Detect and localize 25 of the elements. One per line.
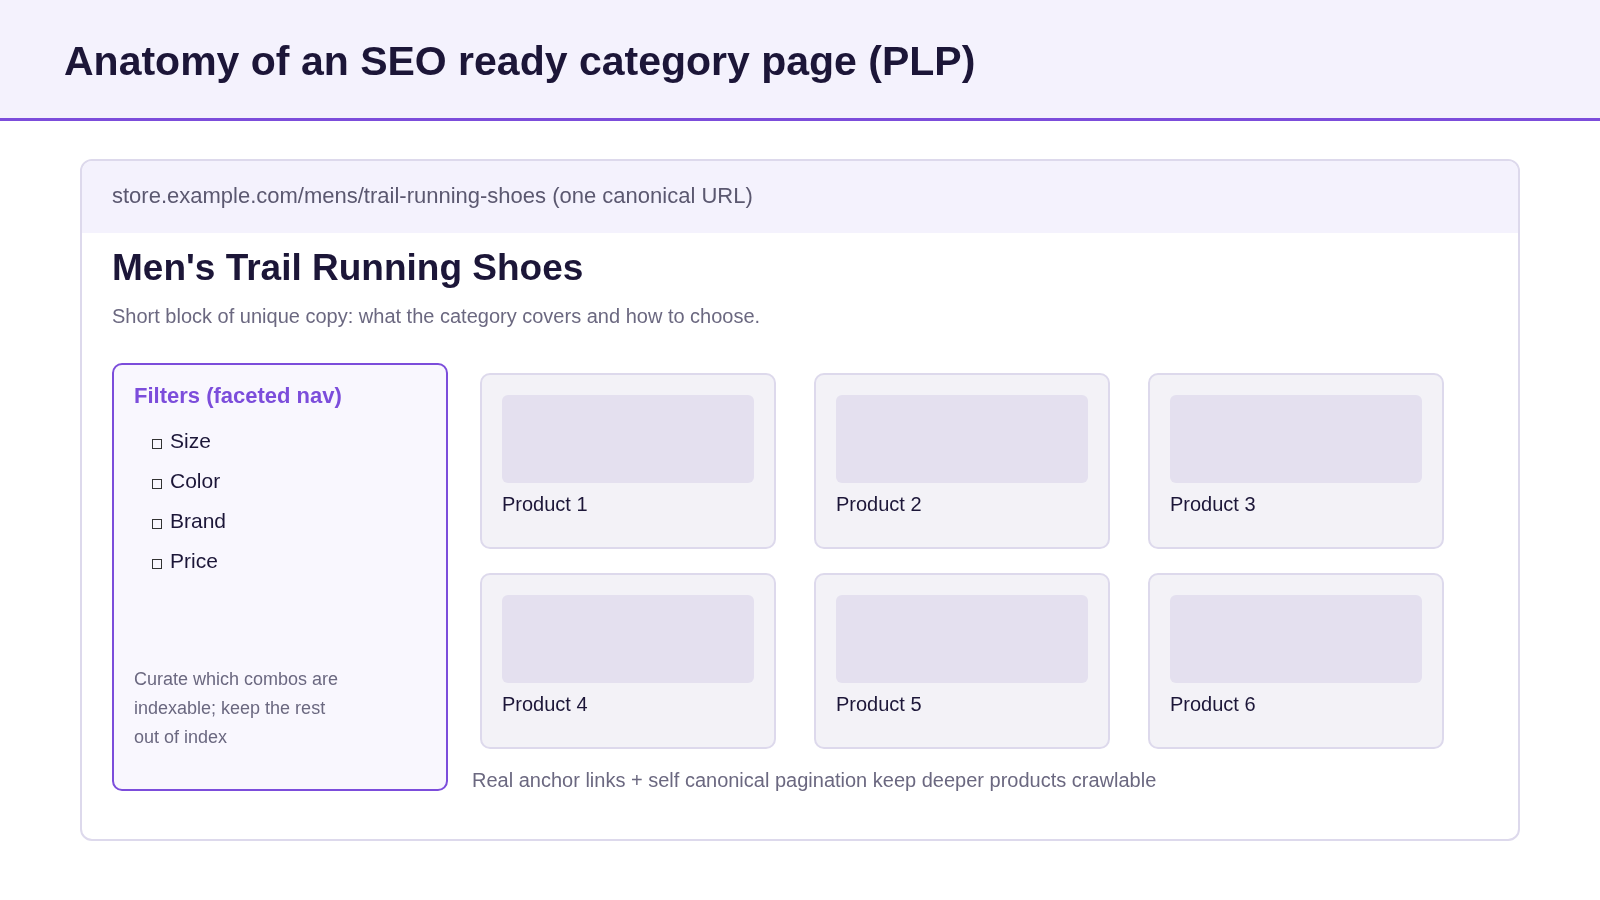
product-name: Product 4	[502, 693, 588, 716]
product-card	[480, 373, 776, 549]
filter-option: Brand	[170, 509, 227, 533]
page-title: Anatomy of an SEO ready category page (PLP)	[64, 38, 976, 85]
product-name: Product 6	[1170, 693, 1256, 716]
product-name: Product 5	[836, 693, 922, 716]
url-bar: store.example.com/mens/trail-running-shoes (one canonical URL)	[82, 161, 1518, 233]
product-name: Product 2	[836, 493, 922, 516]
filter-note: Curate which combos are indexable; keep the rest out of index	[134, 668, 340, 749]
product-card	[814, 373, 1110, 549]
category-heading: Men's Trail Running Shoes	[112, 247, 584, 289]
product-card	[814, 573, 1110, 749]
filter-option: Price	[170, 549, 218, 573]
product-name: Product 3	[1170, 493, 1256, 516]
product-card	[480, 573, 776, 749]
filter-panel	[112, 363, 448, 791]
panel-heading: Filters (faceted nav)	[134, 383, 342, 409]
product-card	[1148, 373, 1444, 549]
product-name: Product 1	[502, 493, 588, 516]
footnote: Real anchor links + self canonical pagination keep deeper products crawlable	[472, 769, 1157, 792]
product-card	[1148, 573, 1444, 749]
filter-option: Size	[170, 429, 211, 453]
filter-option: Color	[170, 469, 221, 493]
page-card	[80, 159, 1520, 841]
intro-copy: Short block of unique copy: what the category covers and how to choose.	[112, 305, 761, 328]
